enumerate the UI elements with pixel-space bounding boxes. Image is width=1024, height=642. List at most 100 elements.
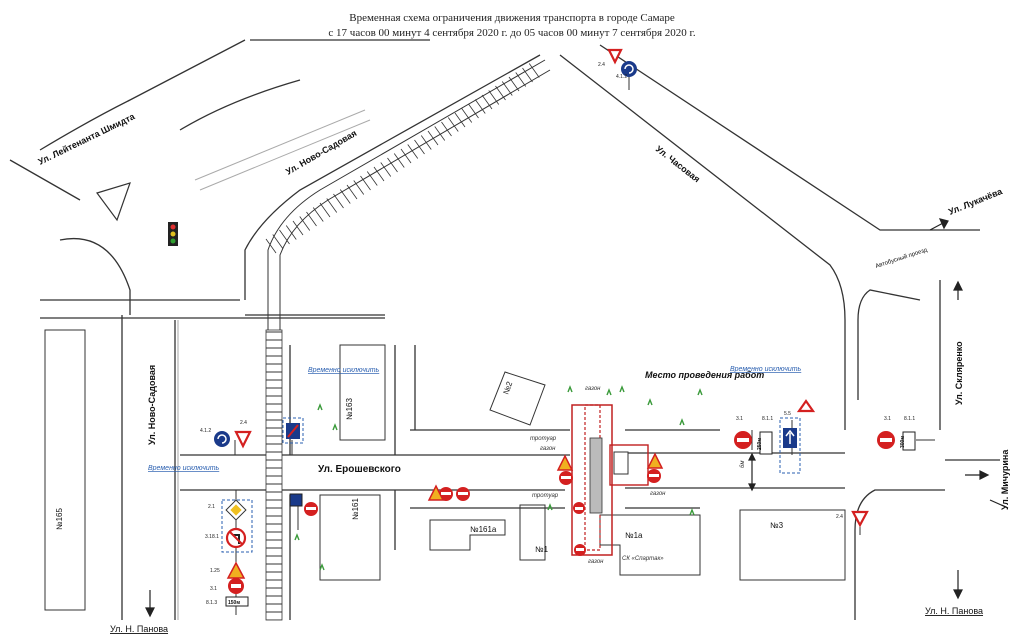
no-entry-icon <box>228 578 244 594</box>
no-entry-icon <box>304 502 318 516</box>
rail-tie <box>299 216 311 231</box>
plate-250-text: 250м <box>757 438 763 450</box>
sign-code: 3.1 <box>884 416 891 422</box>
no-right-turn-icon <box>225 527 247 549</box>
rail-tie <box>407 144 419 159</box>
rail-tie <box>292 220 304 236</box>
street-label-leitenanta: Ул. Лейтенанта Шмидта <box>36 111 137 167</box>
road-works-signs <box>226 452 664 579</box>
rail-tie <box>360 175 371 191</box>
railway <box>265 59 551 621</box>
rail-tie <box>326 198 338 213</box>
priority-road-icon <box>225 499 247 521</box>
rail-tie <box>333 193 344 209</box>
no-entry-icon <box>574 544 586 556</box>
sidewalk-label-1: тротуар <box>530 436 557 442</box>
roundabout-signs <box>214 61 637 447</box>
rail-tie <box>441 121 452 137</box>
map-title-line2: с 17 часов 00 минут 4 сентября 2020 г. д… <box>328 27 696 39</box>
distance-label: 6м <box>740 461 746 468</box>
street-label-michurina: Ул. Мичурина <box>1000 449 1010 510</box>
work-place-label: Место проведения работ <box>645 370 764 380</box>
sign-code: 3.18.1 <box>205 534 219 540</box>
no-entry-signs <box>228 431 895 594</box>
no-entry-icon <box>456 487 470 501</box>
sign-code: 2.1 <box>208 504 215 510</box>
no-entry-icon <box>877 431 895 449</box>
rail-tie <box>312 207 324 222</box>
building-163: №163 <box>345 398 354 420</box>
rail-tie <box>474 99 486 114</box>
rail-tie <box>454 112 466 128</box>
lawn-label-1: газон <box>585 386 601 392</box>
no-entry-icon <box>647 469 661 483</box>
no-entry-icon <box>573 502 585 514</box>
yield-icon <box>607 48 623 65</box>
yield-icon <box>234 430 252 449</box>
rail-tie <box>434 126 446 141</box>
map-title-line1: Временная схема ограничения движения тра… <box>349 12 675 24</box>
rail-tie <box>387 157 398 173</box>
street-label-novo-sadovaya-top: Ул. Ново-Садовая <box>284 128 358 177</box>
street-label-eroshevskogo: Ул. Ерошевского <box>318 464 401 475</box>
rail-tie <box>501 81 513 96</box>
street-label-avtobus: Автобусный проезд <box>874 246 928 270</box>
direction-arrows <box>145 218 1009 618</box>
rail-tie <box>515 72 527 87</box>
road-works-icon <box>427 484 445 501</box>
no-entry-icon <box>734 431 752 449</box>
rail-tie <box>528 63 540 78</box>
building-161: №161 <box>351 498 360 520</box>
rail-tie <box>522 67 533 83</box>
lawn-label-2: газон <box>540 446 556 452</box>
rail-tie <box>373 166 385 182</box>
sign-code: 2.4 <box>598 62 605 68</box>
lawn-label-4: газон <box>588 559 604 565</box>
sign-code: 8.1.1 <box>762 416 773 422</box>
roundabout-icon <box>621 61 637 77</box>
rail-tie <box>488 90 500 105</box>
sign-code: 2.4 <box>240 420 247 426</box>
rail-tie <box>346 184 358 200</box>
sign-code: 1.25 <box>210 568 220 574</box>
rail-tie <box>420 135 432 150</box>
temp-exclude-frames <box>221 417 801 553</box>
building-1: №1 <box>535 545 549 554</box>
building-165: №165 <box>55 508 64 530</box>
sign-code: 8.1.3 <box>206 600 217 606</box>
yield-icon <box>851 510 869 528</box>
temp-exclude-label-3: Временно исключить <box>730 366 802 373</box>
building-3: №3 <box>770 521 784 530</box>
sport-complex-label: СК «Спартак» <box>622 556 664 562</box>
road-works-icon <box>556 454 574 471</box>
street-label-novo-sadovaya-left: Ул. Ново-Садовая <box>147 365 157 445</box>
plate-150-text: 150м <box>228 600 240 606</box>
sign-code: 4.1.2 <box>200 428 211 434</box>
sign-code: 3.1 <box>736 416 743 422</box>
yield-signs <box>234 48 869 528</box>
lawn-label-3: газон <box>650 491 666 497</box>
distance-plates <box>225 431 916 607</box>
rail-tie <box>306 211 317 227</box>
plate-300-text: 300м <box>900 436 906 448</box>
rail-tie <box>447 117 459 132</box>
direction-plates <box>286 423 797 507</box>
rail-tie <box>400 148 412 164</box>
temp-exclude-label-2: Временно исключить <box>148 465 220 472</box>
rail-tie <box>285 225 297 240</box>
street-label-n-panova-left: Ул. Н. Панова <box>110 624 168 634</box>
sign-code: 5.5 <box>784 411 791 417</box>
no-entry-icon <box>559 471 573 485</box>
rail-tie <box>495 85 506 101</box>
sign-code: 4.1.2 <box>616 74 627 80</box>
rail-tie <box>393 153 405 168</box>
street-label-lukachev: Ул. Лукачёва <box>947 186 1005 217</box>
street-label-n-panova-right: Ул. Н. Панова <box>925 606 983 616</box>
street-label-chasovaya: Ул. Часовая <box>654 144 702 185</box>
rail-tie <box>366 171 378 186</box>
traffic-light-icon <box>168 222 178 246</box>
rail-tie <box>481 94 493 110</box>
island-triangle <box>96 182 131 222</box>
